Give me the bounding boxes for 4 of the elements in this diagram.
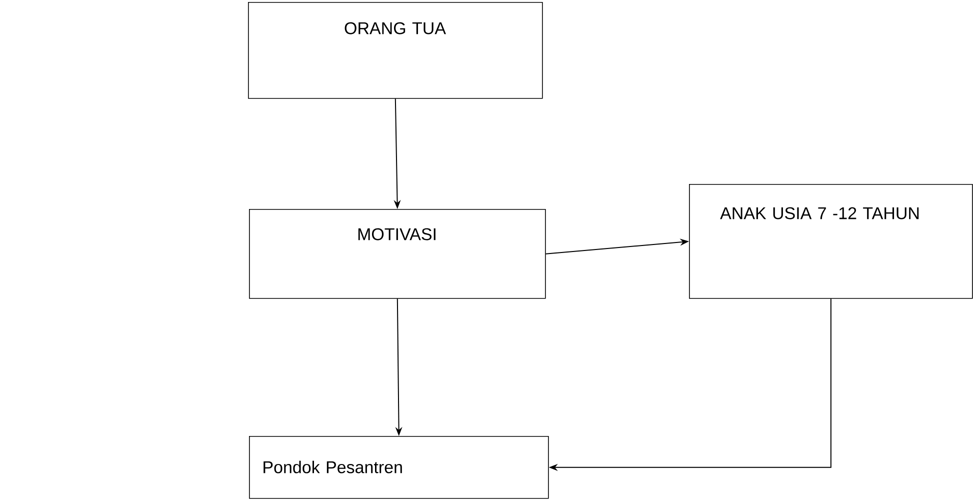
process-box: MOTIVASI	[249, 209, 546, 299]
process-box: ANAK USIA 7 -12 TAHUN	[689, 184, 973, 299]
process-box: Pondok Pesantren	[249, 436, 549, 499]
process-box: ORANG TUA	[248, 2, 543, 99]
